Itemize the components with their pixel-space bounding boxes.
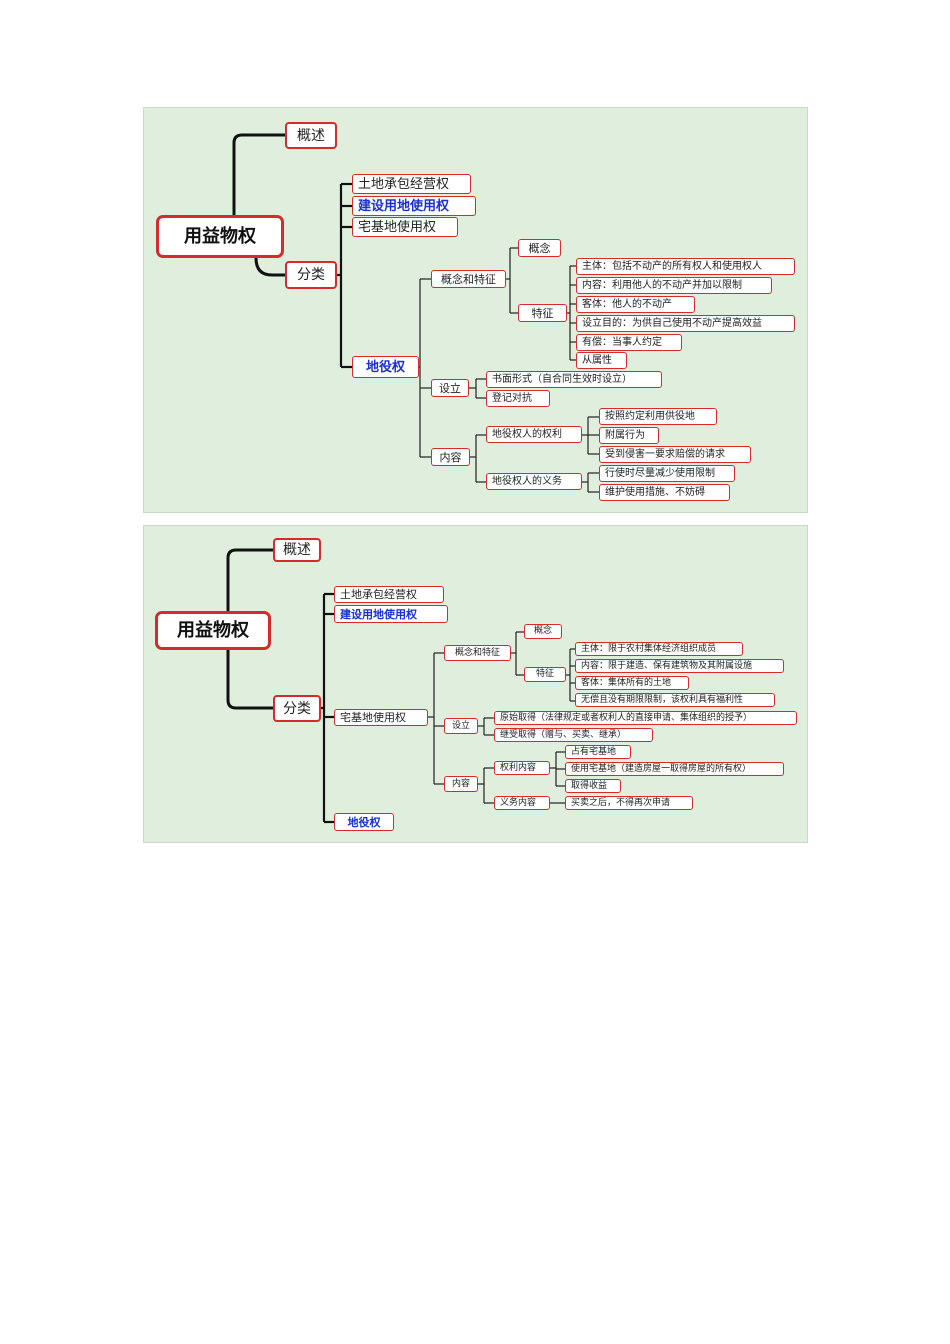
feature-item: 主体：限于农村集体经济组织成员 — [575, 642, 743, 656]
concept-features-node: 概念和特征 — [431, 270, 506, 288]
rights-item: 取得收益 — [565, 779, 621, 793]
features-node: 特征 — [524, 667, 566, 682]
establishment-item: 原始取得（法律规定或者权利人的直接申请、集体组织的授予） — [494, 711, 797, 725]
type-land-contract: 土地承包经营权 — [352, 174, 471, 194]
classification-node: 分类 — [285, 261, 337, 289]
root-node: 用益物权 — [156, 215, 284, 258]
mindmap-panel-1: 用益物权 概述 分类 土地承包经营权 建设用地使用权 宅基地使用权 地役权 概念… — [143, 107, 808, 513]
connector-lines-1 — [232, 133, 599, 493]
type-construction-land[interactable]: 建设用地使用权 — [352, 196, 476, 216]
type-homestead: 宅基地使用权 — [352, 217, 458, 237]
feature-item: 从属性 — [576, 352, 627, 369]
establishment-node: 设立 — [444, 718, 478, 734]
rights-title-node: 地役权人的权利 — [486, 426, 582, 443]
feature-item: 客体：集体所有的土地 — [575, 676, 689, 690]
feature-item: 内容：利用他人的不动产并加以限制 — [576, 277, 772, 294]
duties-item: 维护使用措施、不妨碍 — [599, 484, 730, 501]
rights-title-node: 权利内容 — [494, 761, 550, 775]
feature-item: 主体：包括不动产的所有权人和使用权人 — [576, 258, 795, 275]
concept-features-node: 概念和特征 — [444, 645, 511, 661]
duties-item: 买卖之后，不得再次申请 — [565, 796, 693, 810]
type-easement[interactable]: 地役权 — [334, 813, 394, 831]
feature-item: 无偿且没有期限限制，该权利具有福利性 — [575, 693, 775, 707]
concept-node: 概念 — [518, 239, 561, 257]
rights-item: 使用宅基地（建造房屋一取得房屋的所有权） — [565, 762, 784, 776]
feature-item: 有偿：当事人约定 — [576, 334, 682, 351]
type-easement[interactable]: 地役权 — [352, 356, 419, 378]
establishment-item: 书面形式（自合同生效时设立） — [486, 371, 662, 388]
feature-item: 客体：他人的不动产 — [576, 296, 695, 313]
rights-item: 按照约定利用供役地 — [599, 408, 717, 425]
establishment-node: 设立 — [431, 379, 469, 397]
establishment-item: 继受取得（赠与、买卖、继承） — [494, 728, 653, 742]
concept-node: 概念 — [524, 624, 562, 639]
classification-node: 分类 — [273, 695, 321, 722]
rights-item: 受到侵害一要求赔偿的请求 — [599, 446, 751, 463]
duties-title-node: 地役权人的义务 — [486, 473, 582, 490]
overview-node: 概述 — [273, 538, 321, 562]
type-land-contract: 土地承包经营权 — [334, 586, 444, 603]
rights-item: 附属行为 — [599, 427, 659, 444]
feature-item: 内容：限于建造、保有建筑物及其附属设施 — [575, 659, 784, 673]
features-node: 特征 — [518, 304, 567, 322]
duties-item: 行使时尽量减少使用限制 — [599, 465, 735, 482]
content-node: 内容 — [431, 448, 470, 466]
connector-lines-2 — [226, 548, 575, 824]
root-node: 用益物权 — [155, 611, 271, 650]
overview-node: 概述 — [285, 122, 337, 149]
type-construction-land[interactable]: 建设用地使用权 — [334, 605, 448, 623]
content-node: 内容 — [444, 776, 478, 792]
type-homestead: 宅基地使用权 — [334, 709, 428, 726]
establishment-item: 登记对抗 — [486, 390, 550, 407]
rights-item: 占有宅基地 — [565, 745, 631, 759]
duties-title-node: 义务内容 — [494, 796, 550, 810]
mindmap-panel-2: 用益物权 概述 分类 土地承包经营权 建设用地使用权 宅基地使用权 地役权 概念… — [143, 525, 808, 843]
feature-item: 设立目的：为供自己使用不动产提高效益 — [576, 315, 795, 332]
